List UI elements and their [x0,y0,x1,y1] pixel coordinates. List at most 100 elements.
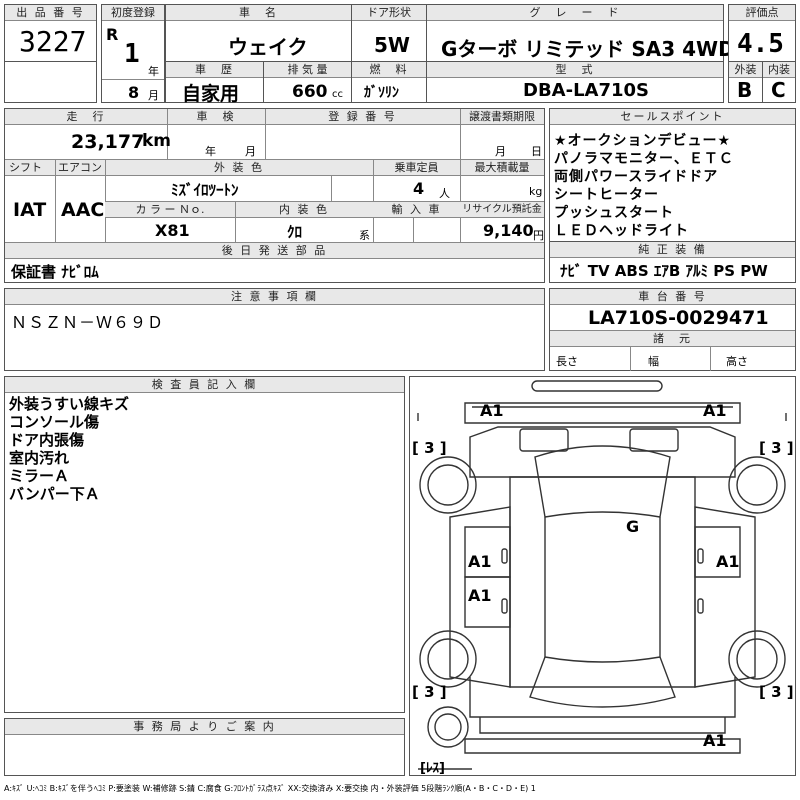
score: 4.5 [737,29,784,59]
history-label: 車 歴 [166,62,263,78]
insp-month-unit: 月 [245,145,256,158]
fuel-label: 燃 料 [352,62,426,78]
equipment-box: 純 正 装 備 ﾅﾋﾞ TV ABS ｴｱB ｱﾙﾐ PS PW [549,241,796,283]
equipment-label: 純 正 装 備 [550,242,795,258]
recycle-label: リサイクル預託金 [460,202,544,218]
lot-number-blank [4,61,97,103]
capacity-unit: 人 [439,187,450,200]
mark-roof: G [626,517,640,536]
mark-tire-rl: [ 3 ] [412,683,447,701]
insp-year-unit: 年 [205,145,216,158]
mileage: 23,177 [71,131,145,153]
grade: Gターボ リミテッド SA3 4WD [441,37,735,61]
load-label: 最大積載量 [460,160,544,176]
transfer-day-unit: 日 [531,145,542,158]
exterior-label: 外装 [729,62,762,78]
displacement-unit: cc [332,89,343,100]
width-label: 幅 [648,355,659,368]
grade-label: グ レ ー ド [427,5,723,21]
displacement: 660 [292,82,328,102]
year-unit: 年 [148,65,159,78]
equipment: ﾅﾋﾞ TV ABS ｴｱB ｱﾙﾐ PS PW [560,262,768,280]
inspector-line: コンソール傷 [9,413,100,431]
car-name: ウェイク [228,35,308,59]
model-code-label: 型 式 [427,62,723,78]
door-label: ドア形状 [352,5,426,21]
inspection-label: 車 検 [167,109,265,125]
inspector-line: バンパー下Ａ [9,485,100,503]
reg-number-label: 登 録 番 号 [265,109,460,125]
sales-point: 両側パワースライドドア [554,169,719,185]
int-color-unit: 系 [359,229,370,242]
history-box: 車 歴 自家用 [165,61,264,105]
sales-point: プッシュスタート [554,205,674,221]
mark-front-left: A1 [480,401,504,420]
mark-rear-right: A1 [703,731,727,750]
chassis-label: 車 台 番 号 [550,289,795,305]
score-label: 評価点 [729,5,795,21]
car-name-box: 車 名 ウェイク [165,4,352,62]
sales-point: シートヒーター [554,187,659,203]
era: R [106,25,119,44]
interior-grade-box: 内装 C [762,61,796,103]
caution-text: ＮＳＺＮ－Ｗ６９Ｄ [11,313,165,332]
load-unit: kg [529,185,543,198]
first-reg-year: 1 [124,39,140,69]
fuel: ｶﾞｿﾘﾝ [364,85,399,101]
fuel-box: 燃 料 ｶﾞｿﾘﾝ [351,61,427,103]
later-parts-label: 後 日 発 送 部 品 [5,243,544,259]
inspector-label: 検 査 員 記 入 欄 [5,377,404,393]
caution-box: 注 意 事 項 欄 ＮＳＺＮ－Ｗ６９Ｄ [4,288,545,371]
mark-spare: [ﾚｽ] [420,761,445,776]
lot-number: 3227 [19,25,87,58]
chassis-number: LA710S-0029471 [588,307,769,329]
recycle-unit: 円 [533,229,544,242]
int-color: ｸﾛ [287,223,303,241]
sales-point: パノラマモニター、ＥＴＣ [554,151,734,167]
month-unit: 月 [148,89,159,102]
inspector-line: 室内汚れ [9,449,70,467]
mark-front-right: A1 [703,401,727,420]
car-diagram [417,380,787,770]
lot-number-box: 出 品 番 号 3227 [4,4,97,62]
model-code: DBA-LA710S [523,80,649,101]
inspector-box: 検 査 員 記 入 欄 外装うすい線キズ コンソール傷 ドア内張傷 室内汚れ ミ… [4,376,405,713]
mark-tire-fl: [ 3 ] [412,439,447,457]
later-parts: 保証書 ﾅﾋﾞﾛﾑ [11,263,99,281]
mark-door-right-front: A1 [716,552,740,571]
door-box: ドア形状 5W [351,4,427,62]
shift-label: シフト [5,160,55,176]
chassis-box: 車 台 番 号 LA710S-0029471 諸 元 長さ 幅 高さ [549,288,796,371]
inspector-line: ドア内張傷 [9,431,85,449]
height-label: 高さ [726,355,748,368]
inspector-line: 外装うすい線キズ [9,395,130,413]
first-registration-box: 初度登録 R 1 年 8 月 [101,4,165,103]
aircon: AAC [61,199,105,221]
import-label: 輸 入 車 [373,202,460,218]
history: 自家用 [182,83,240,105]
door-type: 5W [374,33,410,57]
office-label: 事 務 局 よ り ご 案 内 [5,719,404,735]
vehicle-details-table: 走 行 車 検 登 録 番 号 譲渡書類期限 23,177 km 年 月 月 日… [4,108,545,283]
transfer-label: 譲渡書類期限 [460,109,544,125]
ext-color: ﾐｽﾞｲﾛﾂｰﾄﾝ [171,181,239,199]
length-label: 長さ [556,355,578,368]
ext-color-label: 外 装 色 [105,160,373,176]
grade-box: グ レ ー ド Gターボ リミテッド SA3 4WD [426,4,735,62]
interior-grade: C [771,78,786,102]
displacement-box: 排 気 量 660 cc [263,61,352,103]
model-code-box: 型 式 DBA-LA710S [426,61,724,103]
capacity-label: 乗車定員 [373,160,460,176]
sales-points-label: セールスポイント [550,109,795,125]
mark-tire-fr: [ 3 ] [759,439,794,457]
capacity: 4 [413,179,425,198]
mileage-unit: km [142,131,172,151]
lot-number-label: 出 品 番 号 [5,5,96,21]
sales-point: ★オークションデビュー★ [554,133,732,149]
car-name-label: 車 名 [166,5,351,21]
shift: IAT [13,199,47,221]
exterior-grade: B [737,78,753,102]
mileage-label: 走 行 [5,109,167,125]
caution-label: 注 意 事 項 欄 [5,289,544,305]
score-box: 評価点 4.5 [728,4,796,62]
